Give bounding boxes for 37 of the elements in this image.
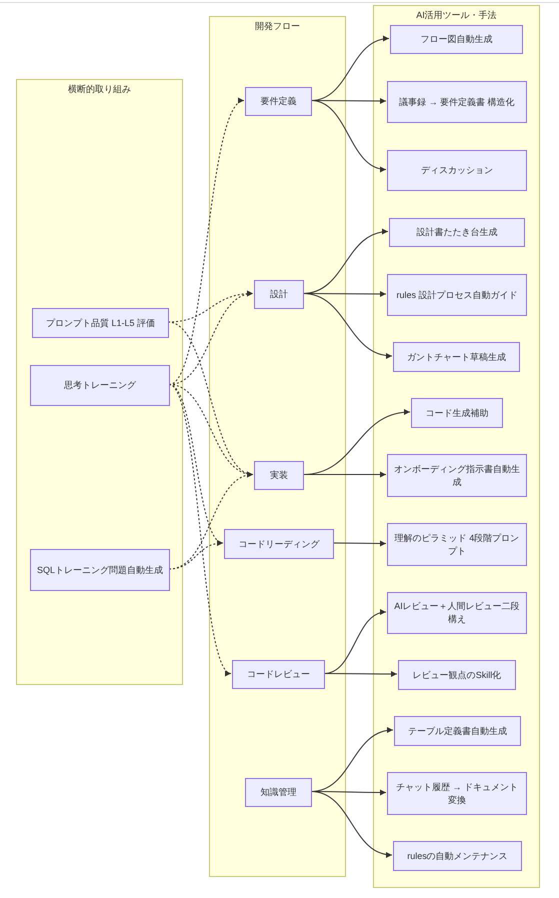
process-box: ディスカッション — [387, 150, 527, 191]
group-title: AI活用ツール・手法 — [416, 9, 497, 22]
process-box: rulesの自動メンテナンス — [393, 841, 522, 871]
process-box: 設計 — [254, 280, 304, 309]
process-box: プロンプト品質 L1-L5 評価 — [32, 308, 169, 338]
process-box: 設計書たたき台生成 — [389, 218, 525, 247]
arrow — [310, 100, 386, 172]
process-box: rules 設計プロセス自動ガイド — [387, 274, 527, 316]
group-panel — [373, 5, 540, 888]
group-title: 開発フロー — [255, 20, 300, 33]
dotted-arrow — [168, 540, 224, 570]
process-box: フロー図自動生成 — [390, 25, 523, 54]
process-box: 思考トレーニング — [30, 365, 170, 406]
arrow — [302, 293, 392, 358]
process-box: オンボーディング指示書自動生成 — [387, 454, 527, 497]
process-box: チャット履歴 → ドキュメント変換 — [387, 772, 527, 815]
arrow — [310, 791, 392, 858]
process-box: 要件定義 — [245, 87, 312, 116]
process-box: AIレビュー＋人間レビュー二段構え — [387, 592, 527, 634]
process-box: 知識管理 — [245, 778, 312, 807]
process-box: レビュー観点のSkill化 — [398, 660, 516, 690]
process-box: 実装 — [254, 461, 304, 490]
process-box: コード生成補助 — [411, 398, 503, 428]
arrow — [332, 540, 386, 546]
process-box: SQLトレーニング問題自動生成 — [30, 549, 170, 591]
process-box: 理解のピラミッド 4段階プロンプト — [387, 523, 527, 566]
process-box: ガントチャート草稿生成 — [393, 342, 520, 372]
process-box: コードリーディング — [224, 529, 334, 559]
group-panel — [209, 16, 346, 877]
process-box: テーブル定義書自動生成 — [394, 716, 521, 746]
process-box: 議事録 → 要件定義書 構造化 — [387, 81, 527, 123]
group-title: 横断的取り組み — [68, 83, 131, 96]
dotted-arrow — [168, 384, 232, 674]
arrow — [324, 671, 398, 677]
group-panel — [16, 79, 183, 685]
arrow — [302, 472, 386, 478]
process-box: コードレビュー — [232, 660, 325, 689]
